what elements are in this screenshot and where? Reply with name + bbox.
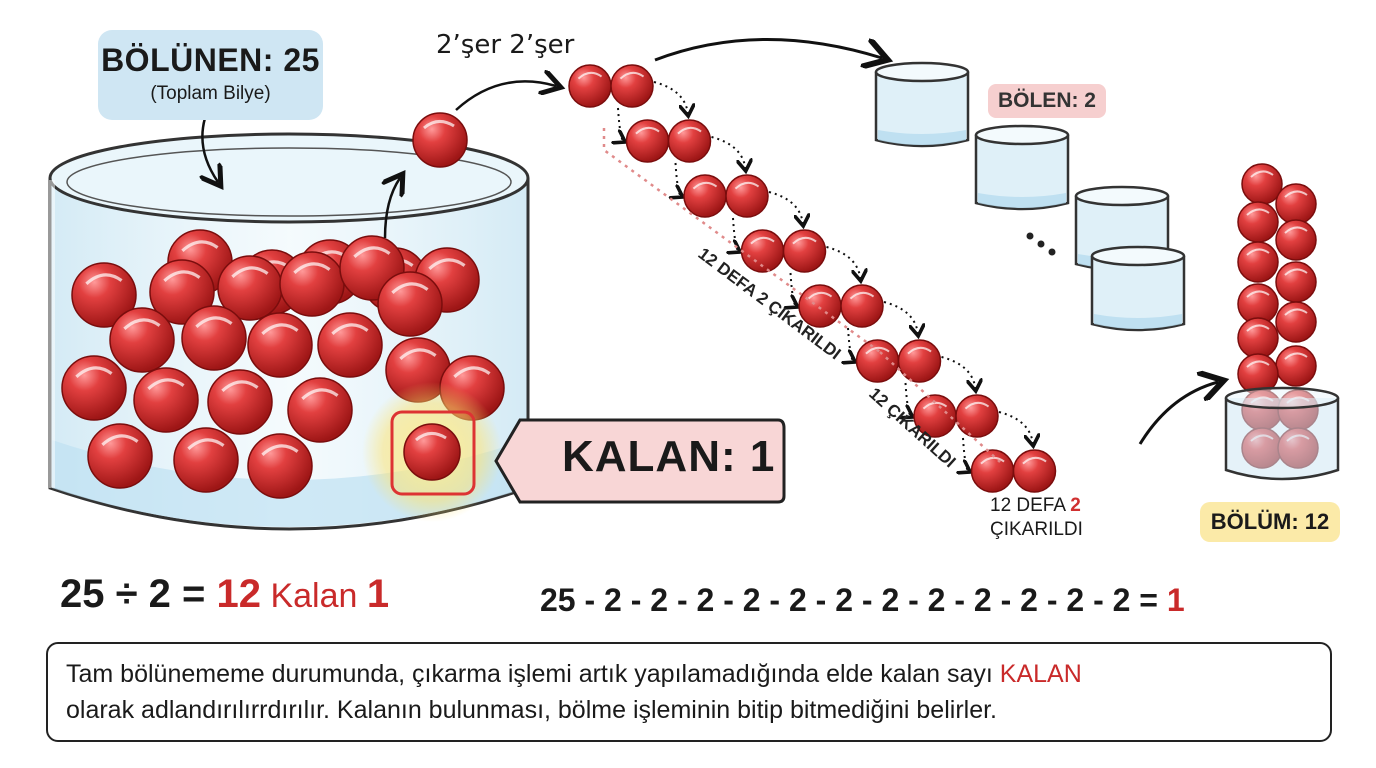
to-cups-arrow	[654, 38, 882, 60]
jar-marble	[61, 355, 127, 421]
subtract-caption-highlight: 2	[1070, 495, 1081, 516]
jar-marble	[71, 262, 137, 328]
note-line1: Tam bölünememe durumunda, çıkarma işlemi…	[66, 660, 1000, 688]
pair-marble-left	[683, 174, 727, 218]
explanation-box: Tam bölünememe durumunda, çıkarma işlemi…	[46, 642, 1332, 742]
lift-arrow	[385, 178, 400, 239]
pair-marble-right	[725, 174, 769, 218]
jar-marble	[247, 433, 313, 499]
subtract-caption: 12 DEFA 2 ÇIKARILDI	[990, 494, 1130, 542]
jar-marble	[133, 367, 199, 433]
divisor-cup	[874, 61, 970, 148]
pair-marble-left	[625, 119, 670, 163]
jar-marble	[207, 369, 273, 435]
remainder-marble	[403, 423, 461, 481]
lifted-marble	[412, 112, 468, 168]
jar-marble	[279, 251, 345, 317]
pair-marble-left	[970, 449, 1015, 493]
stack-marble	[1237, 317, 1279, 359]
pair-marble-left	[568, 64, 612, 108]
jar-marbles	[61, 229, 505, 499]
remainder-callout	[494, 418, 786, 504]
equation-remainder: 1	[366, 572, 390, 616]
equation-quotient: 12	[216, 572, 262, 616]
stack-marble	[1275, 301, 1317, 343]
pair-marble-left	[798, 284, 842, 328]
divisor-label: BÖLEN: 2	[988, 84, 1106, 118]
jar-marble	[149, 259, 215, 325]
stack-marble	[1275, 345, 1317, 387]
to-pairs-arrow	[455, 81, 556, 111]
diagonal-guide-2	[879, 351, 1001, 463]
jar-marble	[317, 312, 383, 378]
dividend-title: BÖLÜNEN: 25	[101, 42, 320, 78]
remainder-label: KALAN: 1	[492, 412, 784, 502]
jar-marble	[247, 312, 313, 378]
step-arrow-right	[653, 81, 688, 114]
jar-marble	[109, 307, 175, 373]
note-line2: olarak adlandırılırrdırılır. Kalanın bul…	[66, 696, 997, 724]
remainder-text: KALAN: 1	[562, 432, 776, 481]
subtract-caption-suffix: ÇIKARILDI	[990, 519, 1083, 540]
jar-marble	[87, 423, 153, 489]
subtraction-chain: 25 - 2 - 2 - 2 - 2 - 2 - 2 - 2 - 2 - 2 -…	[540, 582, 1185, 619]
step-arrow-down	[676, 162, 682, 196]
pair-marble-right	[1012, 449, 1057, 493]
jar-marble	[287, 377, 353, 443]
pair-marble-right	[782, 229, 827, 273]
step-arrow-down	[618, 107, 624, 141]
diagonal-guide-1	[602, 128, 881, 354]
pair-marble-right	[955, 394, 999, 438]
jar-marble	[181, 305, 247, 371]
equation-kalan-word: Kalan	[261, 577, 367, 615]
step-label: 2’şer 2’şer	[436, 30, 575, 60]
pair-marble-left	[855, 339, 900, 383]
divisor-cup	[974, 124, 1070, 211]
dividend-subtitle: (Toplam Bilye)	[150, 83, 271, 104]
stack-marble	[1237, 283, 1279, 325]
pair-marble-right	[897, 339, 942, 383]
stack-marble	[1237, 353, 1279, 395]
divisor-cup	[1090, 245, 1186, 332]
subtract-caption-prefix: 12 DEFA	[990, 495, 1071, 516]
stack-marble	[1241, 163, 1283, 205]
stack-marble	[1275, 219, 1317, 261]
step-arrow-down	[963, 437, 969, 471]
stack-marble	[1237, 201, 1279, 243]
stack-marble	[1237, 241, 1279, 283]
jar-marble	[173, 427, 239, 493]
quotient-stack	[1224, 163, 1340, 481]
division-equation: 25 ÷ 2 = 12 Kalan 1	[60, 572, 389, 617]
step-arrow-right	[711, 136, 746, 169]
step-arrow-right	[883, 301, 918, 334]
pair-marble-right	[840, 284, 884, 328]
step-arrow-right	[826, 246, 861, 279]
divisor-cups	[874, 61, 1186, 332]
step-arrow-right	[998, 411, 1033, 444]
chain-expression: 25 - 2 - 2 - 2 - 2 - 2 - 2 - 2 - 2 - 2 -…	[540, 582, 1167, 618]
jar-marble	[377, 271, 443, 337]
marble-jar	[48, 132, 530, 531]
stack-marble	[1275, 183, 1317, 225]
dividend-label: BÖLÜNEN: 25 (Toplam Bilye)	[98, 30, 323, 120]
step-arrow-right	[768, 191, 803, 224]
jar-marble	[217, 255, 283, 321]
to-quotient-arrow	[1138, 382, 1218, 445]
stack-marble	[1275, 261, 1317, 303]
dividend-pointer-arrow	[202, 117, 218, 182]
pair-marble-right	[610, 64, 654, 108]
ellipsis-dots	[1026, 232, 1056, 256]
pair-marble-right	[667, 119, 712, 163]
step-arrow-right	[941, 356, 976, 389]
note-highlight: KALAN	[999, 660, 1082, 688]
equation-left: 25 ÷ 2 =	[60, 572, 217, 616]
quotient-label: BÖLÜM: 12	[1200, 502, 1340, 542]
chain-result: 1	[1166, 582, 1185, 618]
remainder-highlight-frame	[390, 410, 476, 496]
